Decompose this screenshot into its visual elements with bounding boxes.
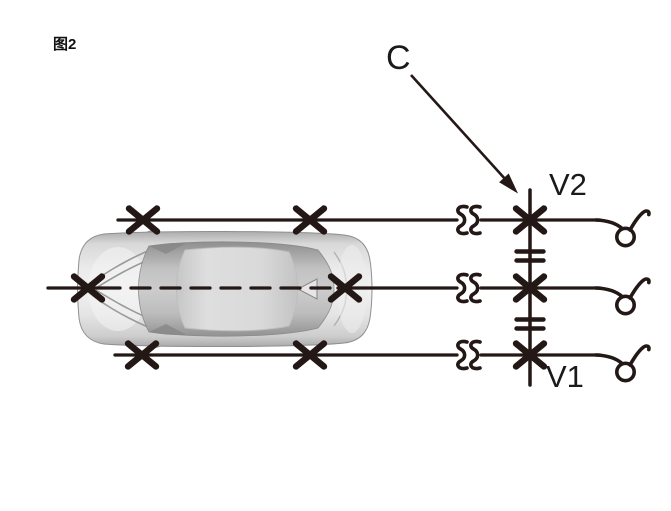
a-pillar-shadow [149, 243, 186, 254]
figure-label: 图2 [53, 36, 77, 53]
reference-label-v1: V1 [546, 359, 584, 394]
leader-arrow-icon [410, 74, 518, 194]
pointer-label-c: C [386, 39, 411, 77]
a-pillar-shadow [149, 324, 186, 335]
string-hook-icon [594, 277, 651, 316]
break-mark-icon [456, 339, 482, 371]
string-hook-icon [594, 344, 651, 383]
break-mark-icon [456, 204, 482, 236]
reference-label-v2: V2 [549, 167, 587, 202]
string-hook-icon [594, 209, 651, 248]
break-mark-icon [456, 272, 482, 304]
